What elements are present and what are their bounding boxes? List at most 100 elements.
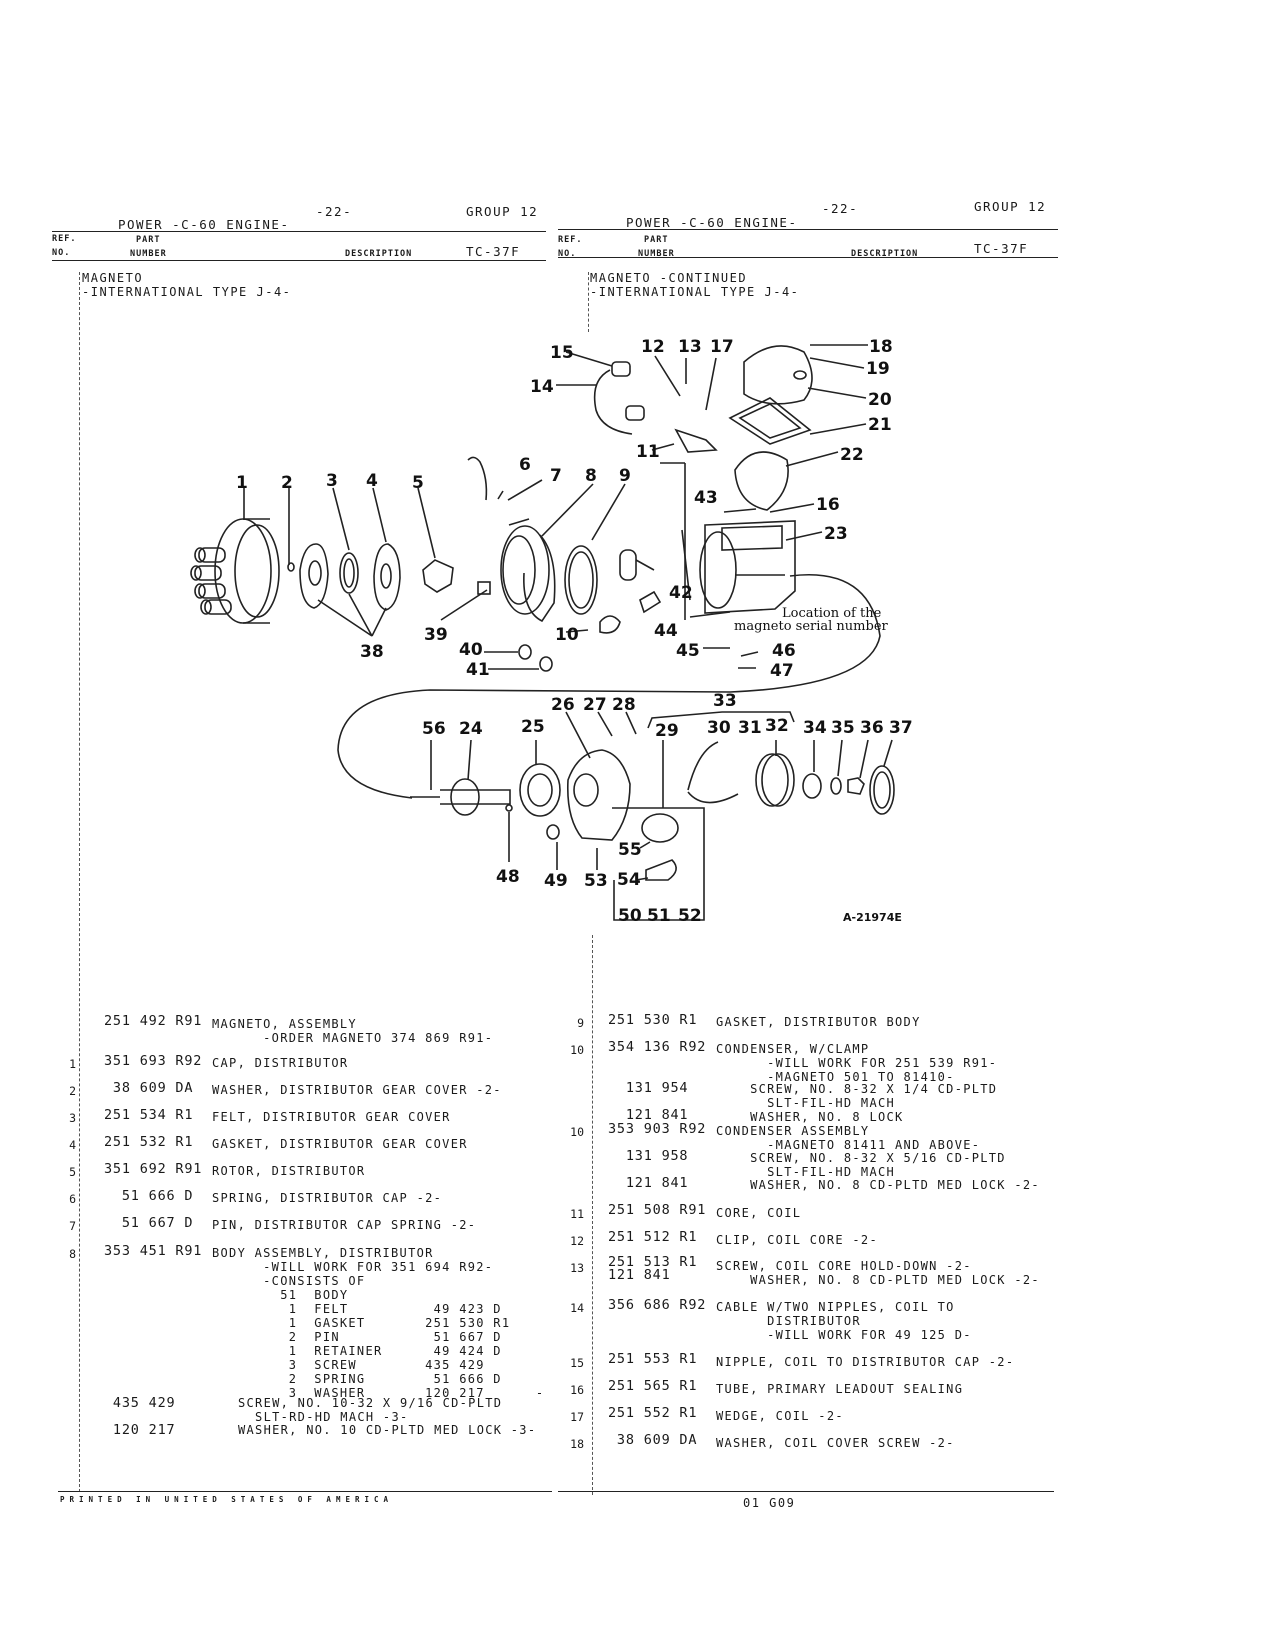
left-description-label: DESCRIPTION	[345, 249, 413, 259]
distributor-cap-part	[190, 518, 280, 624]
serial-note-line1: Location of the	[782, 606, 882, 621]
callout-7: 7	[550, 466, 562, 486]
part-description: NIPPLE, COIL TO DISTRIBUTOR CAP -2-	[716, 1355, 1015, 1369]
ref-number: 10	[570, 1043, 584, 1057]
callout-49: 49	[544, 871, 568, 891]
left-section-title: MAGNETO	[82, 271, 144, 285]
part-number: 435 429	[104, 1395, 176, 1411]
ref-number: 8	[69, 1247, 76, 1261]
callout-3: 3	[326, 471, 338, 491]
callout-4: 4	[366, 471, 378, 491]
part-number: 351 693 R92	[104, 1053, 203, 1069]
right-number-label: NUMBER	[638, 249, 675, 259]
callout-34: 34	[803, 718, 827, 738]
callout-8: 8	[585, 466, 597, 486]
part-description: TUBE, PRIMARY LEADOUT SEALING	[716, 1382, 964, 1396]
callout-9: 9	[619, 466, 631, 486]
left-page-number: -22-	[316, 204, 353, 219]
right-no-label: NO.	[558, 249, 577, 259]
callout-16: 16	[816, 495, 840, 515]
callout-12: 12	[641, 337, 665, 357]
part-description: GASKET, DISTRIBUTOR GEAR COVER	[212, 1137, 468, 1151]
part-description: MAGNETO, ASSEMBLY -ORDER MAGNETO 374 869…	[212, 1017, 494, 1045]
callout-30: 30	[707, 718, 731, 738]
part-number: 38 609 DA	[608, 1432, 698, 1448]
callout-23: 23	[824, 524, 848, 544]
ref-number: 16	[570, 1383, 584, 1397]
part-description: SCREW, COIL CORE HOLD-DOWN -2- WASHER, N…	[716, 1259, 1040, 1287]
part-description: ROTOR, DISTRIBUTOR	[212, 1164, 366, 1178]
callout-26: 26	[551, 695, 575, 715]
callout-42: 42	[669, 583, 693, 603]
callout-37: 37	[889, 718, 913, 738]
left-group: GROUP 12	[466, 204, 539, 219]
callout-1: 1	[236, 473, 248, 493]
part-number: 51 667 D	[104, 1215, 194, 1231]
ref-number: 18	[570, 1437, 584, 1451]
ref-number: 6	[69, 1192, 76, 1206]
part-number: 251 508 R91	[608, 1202, 707, 1218]
callout-45: 45	[676, 641, 700, 661]
callout-51: 51	[647, 906, 671, 926]
callout-52: 52	[678, 906, 702, 926]
callout-36: 36	[860, 718, 884, 738]
callout-32: 32	[765, 716, 789, 736]
callout-55: 55	[618, 840, 642, 860]
part-description: SCREW, NO. 8-32 X 1/4 CD-PLTD SLT-FIL-HD…	[750, 1082, 998, 1110]
part-description: WASHER, DISTRIBUTOR GEAR COVER -2-	[212, 1083, 502, 1097]
callout-27: 27	[583, 695, 607, 715]
part-number: 251 532 R1	[104, 1134, 194, 1150]
part-description: CAP, DISTRIBUTOR	[212, 1056, 349, 1070]
right-catalog: TC-37F	[974, 241, 1029, 256]
part-description: WASHER, NO. 10 CD-PLTD MED LOCK -3-	[238, 1423, 537, 1437]
part-description: WASHER, COIL COVER SCREW -2-	[716, 1436, 955, 1450]
part-number: 354 136 R92	[608, 1039, 707, 1055]
callout-21: 21	[868, 415, 892, 435]
ref-number: 3	[69, 1111, 76, 1125]
left-no-label: NO.	[52, 248, 71, 258]
ref-number: 9	[577, 1016, 584, 1030]
part-number: 131 958	[608, 1148, 689, 1164]
callout-40: 40	[459, 640, 483, 660]
left-part-label: PART	[136, 235, 161, 245]
callout-29: 29	[655, 721, 679, 741]
part-description: BODY ASSEMBLY, DISTRIBUTOR -WILL WORK FO…	[212, 1246, 545, 1400]
ref-number: 4	[69, 1138, 76, 1152]
callout-44: 44	[654, 621, 678, 641]
right-ref-label: REF.	[558, 235, 583, 245]
callout-28: 28	[612, 695, 636, 715]
callout-46: 46	[772, 641, 796, 661]
part-description: SPRING, DISTRIBUTOR CAP -2-	[212, 1191, 443, 1205]
ref-number: 2	[69, 1084, 76, 1098]
part-description: CLIP, COIL CORE -2-	[716, 1233, 878, 1247]
part-number: 251 512 R1	[608, 1229, 698, 1245]
part-description: SCREW, NO. 8-32 X 5/16 CD-PLTD SLT-FIL-H…	[750, 1151, 1006, 1179]
callout-53: 53	[584, 871, 608, 891]
callout-50: 50	[618, 906, 642, 926]
right-page-number: -22-	[822, 201, 859, 216]
part-number: 121 841	[608, 1175, 689, 1191]
magneto-exploded-diagram: 1 2 3 4 5 6 7 8 9 10 11 12 13 14 15 16 1…	[190, 337, 913, 926]
right-section-sub: -INTERNATIONAL TYPE J-4-	[590, 285, 800, 299]
left-ref-label: REF.	[52, 234, 77, 244]
part-number: 351 692 R91	[104, 1161, 203, 1177]
part-number: 38 609 DA	[104, 1080, 194, 1096]
callout-25: 25	[521, 717, 545, 737]
part-number: 121 841	[608, 1107, 689, 1123]
callout-22: 22	[840, 445, 864, 465]
part-description: WASHER, NO. 8 CD-PLTD MED LOCK -2-	[716, 1178, 1040, 1192]
ref-number: 12	[570, 1234, 584, 1248]
part-number: 120 217	[104, 1422, 176, 1438]
part-number: 251 492 R91	[104, 1013, 203, 1029]
callout-2: 2	[281, 473, 293, 493]
callout-31: 31	[738, 718, 762, 738]
callout-47: 47	[770, 661, 794, 681]
part-number: 251 513 R1 121 841	[608, 1254, 698, 1283]
part-number: 251 565 R1	[608, 1378, 698, 1394]
ref-number: 7	[69, 1219, 76, 1233]
callout-24: 24	[459, 719, 483, 739]
part-description: GASKET, DISTRIBUTOR BODY	[716, 1015, 921, 1029]
callout-19: 19	[866, 359, 890, 379]
ref-number: 17	[570, 1410, 584, 1424]
part-number: 353 903 R92	[608, 1121, 707, 1137]
